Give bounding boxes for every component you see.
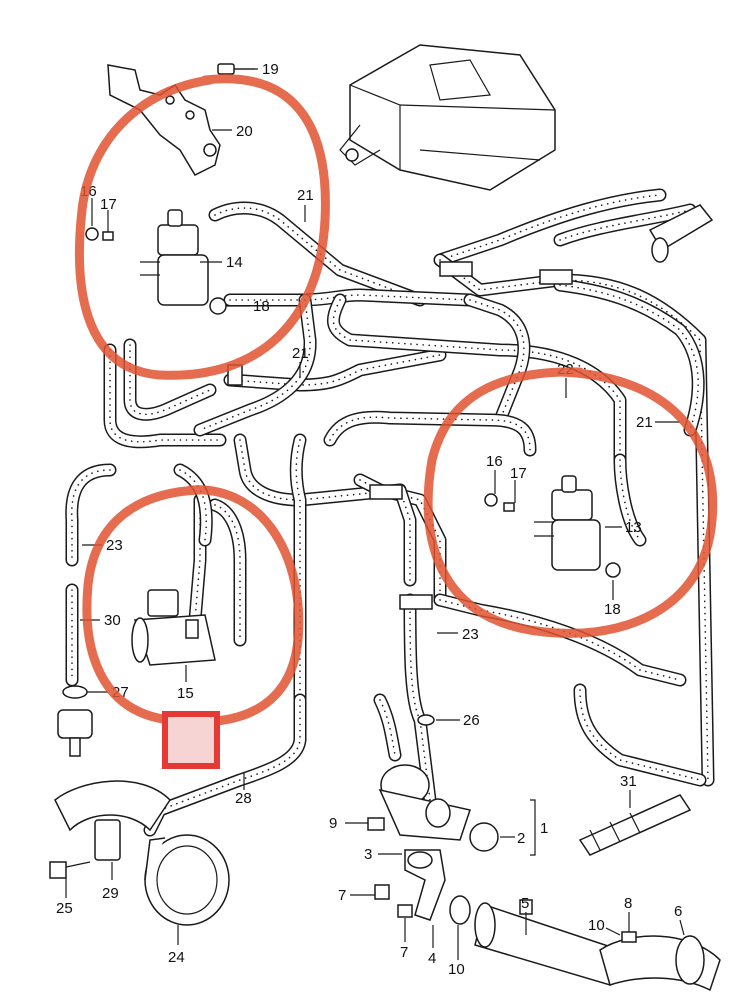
part-label-19: 19 xyxy=(262,61,279,78)
part-label-21: 21 xyxy=(292,345,309,362)
hose-connector-31 xyxy=(578,794,692,856)
part-label-20: 20 xyxy=(236,123,253,140)
part-label-18: 18 xyxy=(604,601,621,618)
egr-pipe-4 xyxy=(374,849,471,925)
part-label-17: 17 xyxy=(100,196,117,213)
part-label-24: 24 xyxy=(168,949,185,966)
part-label-8: 8 xyxy=(624,895,632,912)
hose-connector-top-right xyxy=(648,204,714,263)
part-label-9: 9 xyxy=(329,815,337,832)
intake-pipe-29 xyxy=(49,780,171,879)
highlight-box xyxy=(162,711,220,769)
solenoid-valve-14 xyxy=(85,209,227,315)
vacuum-hose xyxy=(439,194,661,261)
vacuum-hose xyxy=(199,299,311,431)
part-label-17: 17 xyxy=(510,465,527,482)
check-valve-27 xyxy=(57,685,93,757)
part-label-21: 21 xyxy=(297,187,314,204)
part-label-13: 13 xyxy=(625,519,642,536)
vacuum-hose xyxy=(619,459,641,541)
part-label-21: 21 xyxy=(636,414,653,431)
part-label-3: 3 xyxy=(364,846,372,863)
vacuum-hose xyxy=(559,209,691,241)
vacuum-hose xyxy=(332,299,621,461)
vacuum-hose xyxy=(229,354,441,386)
vacuum-hose xyxy=(214,504,241,641)
hose-junction xyxy=(369,484,403,500)
vacuum-hose xyxy=(439,259,709,781)
air-filter-housing xyxy=(339,44,556,191)
part-label-6: 6 xyxy=(674,903,682,920)
vacuum-hose xyxy=(439,599,681,681)
vacuum-hose xyxy=(190,495,205,625)
part-label-15: 15 xyxy=(177,685,194,702)
vacuum-hose xyxy=(175,465,212,545)
hose-junction xyxy=(439,261,473,277)
part-label-23: 23 xyxy=(106,537,123,554)
annotation-circle-right xyxy=(423,367,718,638)
part-label-4: 4 xyxy=(428,950,436,967)
part-labels: 19 20 16 17 21 14 18 21 22 21 16 17 13 1… xyxy=(56,61,682,978)
vacuum-hose xyxy=(555,280,704,435)
part-label-5: 5 xyxy=(521,895,529,912)
vacuum-hose xyxy=(379,699,396,756)
mounting-bracket xyxy=(107,64,221,176)
part-label-18: 18 xyxy=(253,298,270,315)
part-label-31: 31 xyxy=(620,773,637,790)
part-label-7: 7 xyxy=(400,944,408,961)
vacuum-hose xyxy=(105,345,225,447)
part-label-10: 10 xyxy=(588,917,605,934)
vacuum-hose xyxy=(325,412,535,455)
annotations xyxy=(74,74,718,769)
part-label-2: 2 xyxy=(517,830,525,847)
components xyxy=(49,44,721,992)
vacuum-reservoir-24 xyxy=(144,834,230,926)
part-label-30: 30 xyxy=(104,612,121,629)
hose-network xyxy=(65,188,715,837)
pipe-6 xyxy=(599,931,721,992)
vacuum-hose xyxy=(179,469,208,541)
vacuum-hose xyxy=(225,350,445,390)
part-label-7: 7 xyxy=(338,887,346,904)
part-label-25: 25 xyxy=(56,900,73,917)
part-label-23: 23 xyxy=(462,626,479,643)
part-label-29: 29 xyxy=(102,885,119,902)
vacuum-hose xyxy=(465,295,529,425)
part-label-1: 1 xyxy=(540,820,548,837)
vacuum-hose xyxy=(149,699,301,831)
hose-junction xyxy=(399,594,433,610)
part-label-28: 28 xyxy=(235,790,252,807)
part-label-10: 10 xyxy=(448,961,465,978)
vacuum-hose xyxy=(129,344,211,416)
solenoid-valve-13 xyxy=(484,475,621,578)
vacuum-hose xyxy=(409,599,431,801)
vacuum-hose xyxy=(575,685,705,785)
hose-junction xyxy=(539,269,573,285)
hose-clamp-26 xyxy=(417,714,435,726)
vacuum-hose xyxy=(66,465,115,565)
pressure-converter-15 xyxy=(131,589,216,666)
egr-cooler-5 xyxy=(474,899,621,986)
part-label-26: 26 xyxy=(463,712,480,729)
part-label-14: 14 xyxy=(226,254,243,271)
vacuum-hose xyxy=(229,294,471,301)
vacuum-hose xyxy=(327,293,627,467)
vacuum-hose xyxy=(295,439,301,701)
vacuum-hose xyxy=(395,485,415,585)
vacuum-hose xyxy=(210,203,425,305)
annotation-circle-upper-left xyxy=(74,74,330,380)
vacuum-hose xyxy=(328,295,625,465)
egr-valve-1 xyxy=(367,764,499,852)
part-label-16: 16 xyxy=(486,453,503,470)
